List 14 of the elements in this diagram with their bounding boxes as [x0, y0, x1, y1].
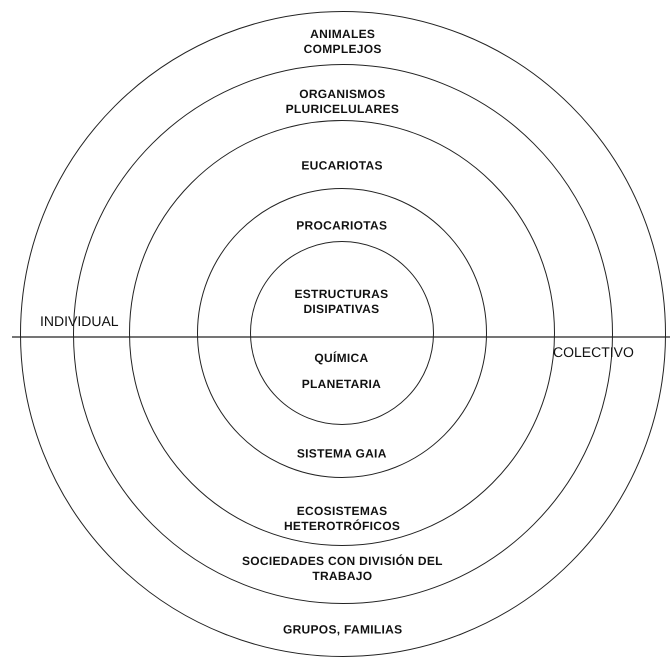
ring-label: ANIMALES COMPLEJOS: [302, 26, 383, 57]
ring-label: ESTRUCTURAS DISIPATIVAS: [293, 287, 390, 318]
circle-ring: [20, 11, 666, 657]
circle-ring: [250, 240, 434, 425]
ring-label: EUCARIOTAS: [300, 158, 384, 174]
ring-label: GRUPOS, FAMILIAS: [282, 622, 404, 638]
ring-label: ECOSISTEMAS HETEROTRÓFICOS: [282, 504, 402, 534]
circle-ring: [197, 188, 488, 478]
ring-label: ORGANISMOS PLURICELULARES: [284, 87, 400, 118]
ring-label: SISTEMA GAIA: [296, 446, 388, 462]
circle-ring: [129, 120, 556, 546]
ring-label: QUÍMICA PLANETARIA: [300, 350, 382, 394]
ring-label: SOCIEDADES CON DIVISIÓN DEL TRABAJO: [240, 554, 444, 584]
ring-label: PROCARIOTAS: [295, 218, 388, 234]
